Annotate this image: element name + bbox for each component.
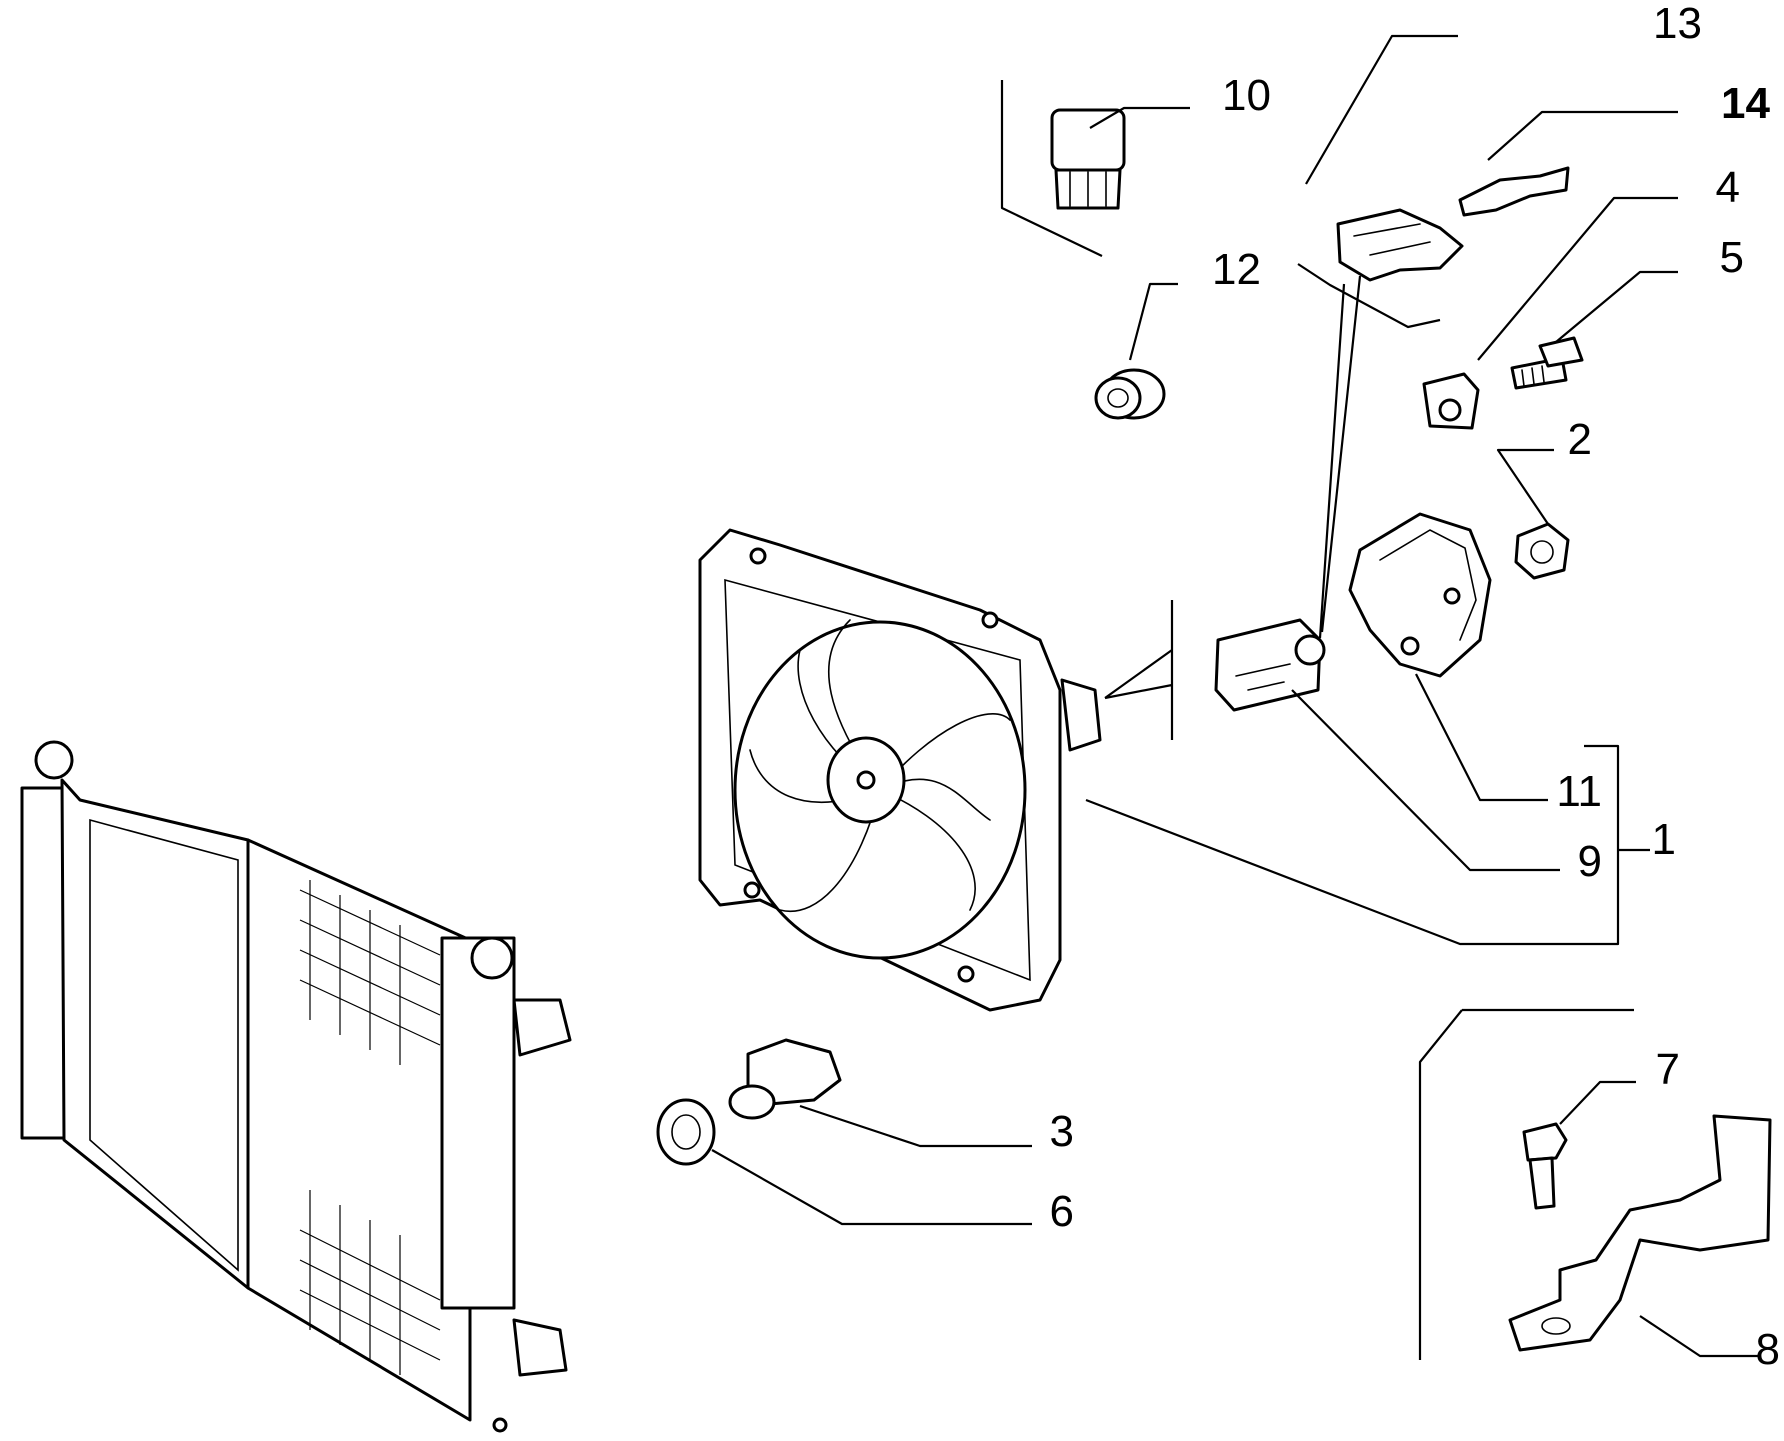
fixing-screw (1522, 1122, 1568, 1210)
callout-2: 2 (1568, 415, 1592, 464)
terminal (1458, 166, 1570, 217)
callout-8: 8 (1756, 1325, 1780, 1374)
leader-lines (711, 34, 1760, 1358)
callout-3: 3 (1050, 1107, 1074, 1156)
grommet (1094, 368, 1166, 420)
callout-14: 14 (1721, 79, 1770, 128)
callout-6: 6 (1050, 1187, 1074, 1236)
radiator (20, 740, 572, 1433)
connector-housing (1297, 208, 1464, 329)
callout-10: 10 (1222, 71, 1271, 120)
callout-11: 11 (1556, 767, 1602, 816)
callout-13: 13 (1653, 0, 1702, 48)
nut (1514, 522, 1570, 580)
relay (1000, 80, 1126, 257)
callout-7: 7 (1656, 1045, 1680, 1094)
mounting-bracket (1418, 1008, 1772, 1360)
sealing-washer (656, 1098, 716, 1166)
callout-9: 9 (1578, 837, 1602, 886)
callout-1: 1 (1652, 815, 1676, 864)
temperature-switch (728, 1038, 842, 1120)
clip-nut (1422, 372, 1480, 430)
bolt (1510, 336, 1584, 390)
callout-labels: 13 10 14 4 5 12 2 11 1 9 3 6 7 8 (1050, 0, 1780, 1374)
callout-12: 12 (1212, 245, 1261, 294)
callout-5: 5 (1720, 233, 1744, 282)
callout-4: 4 (1716, 163, 1740, 212)
cover-bracket (1348, 512, 1492, 678)
fan-shroud-assembly (698, 528, 1174, 1012)
resistor (1214, 618, 1326, 712)
